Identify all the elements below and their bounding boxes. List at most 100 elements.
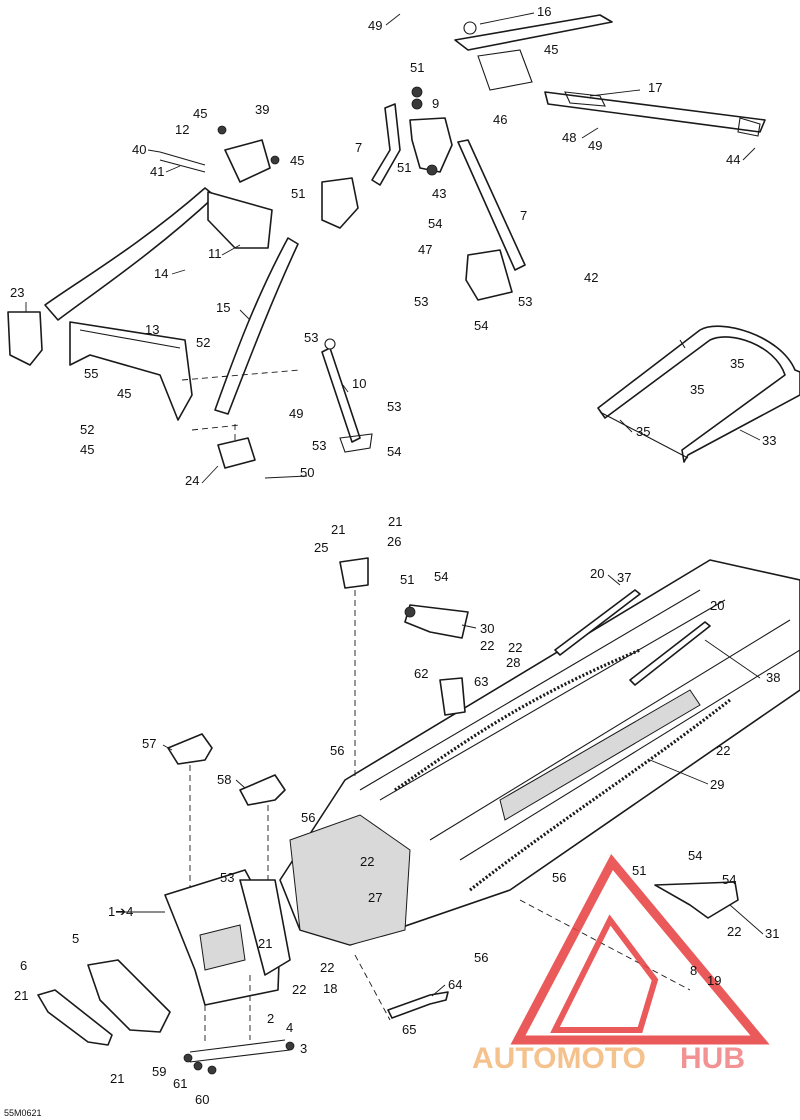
callout-label: 52 [80,422,94,437]
callout-label: 54 [434,569,448,584]
callout-label: 26 [387,534,401,549]
callout-label: 40 [132,142,146,157]
rear-bracket-31 [654,881,739,919]
callout-label: 39 [255,102,269,117]
callout-label: 48 [562,130,576,145]
callout-label: 19 [707,973,721,988]
rails-20 [554,589,711,686]
callout-label: 6 [20,958,27,973]
callout-arrow: 1➔4 [108,904,133,919]
watermark-brand-automoto: AUTOMOTO [472,1042,646,1075]
callout-label: 45 [290,153,304,168]
callout-label: 22 [716,743,730,758]
callout-label: 41 [150,164,164,179]
callout-label: 53 [414,294,428,309]
bracket-12-assembly [159,125,280,183]
callout-label: 37 [617,570,631,585]
callout-label: 9 [432,96,439,111]
plate-6 [37,989,113,1046]
callout-label: 55 [84,366,98,381]
plate-5 [87,959,171,1033]
callout-label: 49 [368,18,382,33]
callout-label: 33 [762,433,776,448]
callout-label: 20 [710,598,724,613]
mount-51-left [321,177,359,229]
bracket-24 [217,437,256,469]
callout-label: 45 [544,42,558,57]
callout-label: 21 [14,988,28,1003]
callout-label: 17 [648,80,662,95]
callout-label: 61 [173,1076,187,1091]
callout-label: 51 [632,863,646,878]
callout-label: 51 [397,160,411,175]
callout-label: 21 [331,522,345,537]
callout-label: 42 [584,270,598,285]
callout-label: 46 [493,112,507,127]
frame-14 [44,187,299,415]
callout-label: 38 [766,670,780,685]
callout-label: 54 [722,872,736,887]
callout-label: 22 [360,854,374,869]
callout-label: 57 [142,736,156,751]
callout-label: 7 [520,208,527,223]
callout-label: 2 [267,1011,274,1026]
callout-label: 21 [258,936,272,951]
callout-label: 18 [323,981,337,996]
pad-57 [167,733,213,765]
callout-label: 20 [590,566,604,581]
watermark-brand-hub: HUB [680,1042,745,1075]
track-rail-lower [469,698,731,892]
watermark-logo: AUTOMOTO HUB [472,853,770,1075]
callout-label: 5 [72,931,79,946]
callout-label: 54 [387,444,401,459]
callout-label: 47 [418,242,432,257]
drawing-code: 55M0621 [4,1108,42,1118]
callout-label: 14 [154,266,168,281]
pad-58 [239,774,286,806]
callout-label: 22 [292,982,306,997]
alignment-line-31 [519,899,691,991]
rod-10 [321,338,373,453]
callout-label: 45 [80,442,94,457]
callout-label: 53 [387,399,401,414]
mount-25 [339,557,369,589]
callout-label: 23 [10,285,24,300]
arms-7 [371,103,526,301]
callout-label: 30 [480,621,494,636]
callout-label: 22 [480,638,494,653]
spring-64 [387,991,449,1019]
callout-label: 49 [289,406,303,421]
callout-label: 25 [314,540,328,555]
rear-arm-16-assembly [454,14,766,137]
bumper-33 [597,325,800,463]
callout-label: 35 [690,382,704,397]
callout-label: 56 [330,743,344,758]
callout-label: 59 [152,1064,166,1079]
callout-label: 8 [690,963,697,978]
callout-label: 50 [300,465,314,480]
callout-label: 16 [537,4,551,19]
callout-label: 53 [220,870,234,885]
callout-labels: 49 16 45 51 9 17 46 48 49 44 45 39 12 40… [4,4,780,1118]
callout-label: 3 [300,1041,307,1056]
callout-label: 35 [636,424,650,439]
callout-label: 7 [355,140,362,155]
callout-label: 27 [368,890,382,905]
callout-label: 13 [145,322,159,337]
bracket-62 [439,677,466,716]
bracket-13 [69,321,193,421]
callout-label: 49 [588,138,602,153]
callout-label: 53 [304,330,318,345]
callout-label: 22 [727,924,741,939]
callout-label: 51 [291,186,305,201]
callout-label: 28 [506,655,520,670]
callout-label: 52 [196,335,210,350]
callout-label: 58 [217,772,231,787]
callout-label: 65 [402,1022,416,1037]
callout-label: 51 [400,572,414,587]
callout-label: 45 [193,106,207,121]
callout-label: 4 [286,1020,293,1035]
callout-label: 56 [301,810,315,825]
callout-label: 22 [508,640,522,655]
